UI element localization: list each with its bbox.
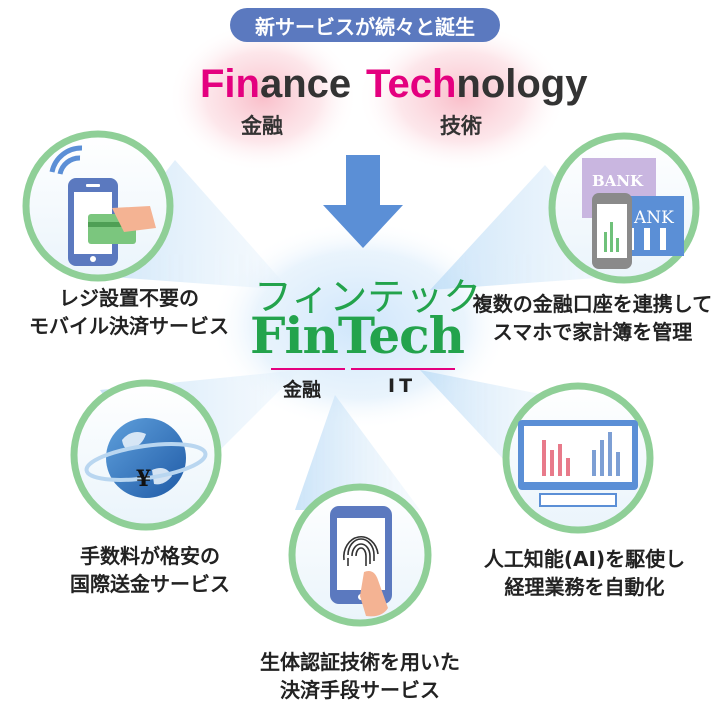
- down-arrow-icon: [323, 155, 403, 248]
- yen-symbol: ¥: [136, 466, 152, 492]
- caption-ai-line2: 経理業務を自動化: [504, 575, 665, 599]
- caption-remittance-line1: 手数料が格安の: [80, 544, 220, 568]
- finance-highlight: Fin: [200, 62, 260, 106]
- technology-highlight: Tech: [366, 62, 457, 106]
- technology-jp: 技術: [440, 114, 482, 138]
- technology-glow: [357, 22, 567, 172]
- caption-remittance-line2: 国際送金サービス: [70, 572, 230, 596]
- caption-ai-accounting: 人工知能(AI)を駆使し 経理業務を自動化: [472, 545, 697, 601]
- biometric-payment-icon: [288, 483, 432, 627]
- finance-title: Finance: [200, 62, 351, 107]
- finance-jp: 金融: [241, 114, 283, 138]
- mobile-payment-icon: [22, 130, 174, 282]
- fintech-it-label: IT: [388, 375, 417, 397]
- caption-biometric: 生体認証技術を用いた 決済手段サービス: [240, 648, 480, 704]
- finance-glow: [168, 22, 358, 172]
- caption-budget-line1: 複数の金融口座を連携して: [472, 292, 713, 316]
- fintech-fin-jp: 金融: [283, 379, 322, 401]
- bank-back-label: ANK: [634, 208, 674, 228]
- caption-biometric-line1: 生体認証技術を用いた: [260, 650, 460, 674]
- bank-front-label: BANK: [592, 172, 644, 190]
- ai-automation-icon: [502, 382, 654, 534]
- finance-rest: ance: [259, 62, 352, 106]
- fintech-fin: Fin: [250, 306, 339, 365]
- badge-text: 新サービスが続々と誕生: [255, 14, 475, 39]
- caption-budget-line2: スマホで家計簿を管理: [492, 320, 693, 344]
- fintech-kana: フィンテック: [254, 275, 482, 319]
- caption-ai-line1: 人工知能(AI)を駆使し: [483, 547, 686, 571]
- fintech-tech: Tech: [337, 306, 465, 365]
- technology-title: Technology: [366, 62, 587, 107]
- caption-mobile-payment: レジ設置不要の モバイル決済サービス: [4, 284, 254, 340]
- new-services-badge: 新サービスが続々と誕生: [230, 8, 500, 42]
- caption-mobile-line1: レジ設置不要の: [59, 286, 199, 310]
- caption-household-budget: 複数の金融口座を連携して スマホで家計簿を管理: [470, 290, 715, 346]
- caption-mobile-line2: モバイル決済サービス: [29, 314, 229, 338]
- fintech-word: FinTech: [250, 306, 465, 365]
- international-remittance-icon: [70, 379, 222, 531]
- tech-underline: [351, 368, 455, 370]
- technology-rest: nology: [456, 62, 588, 106]
- caption-remittance: 手数料が格安の 国際送金サービス: [40, 542, 260, 598]
- caption-biometric-line2: 決済手段サービス: [280, 678, 440, 702]
- bank-account-icon: [548, 132, 700, 284]
- fin-underline: [271, 368, 345, 370]
